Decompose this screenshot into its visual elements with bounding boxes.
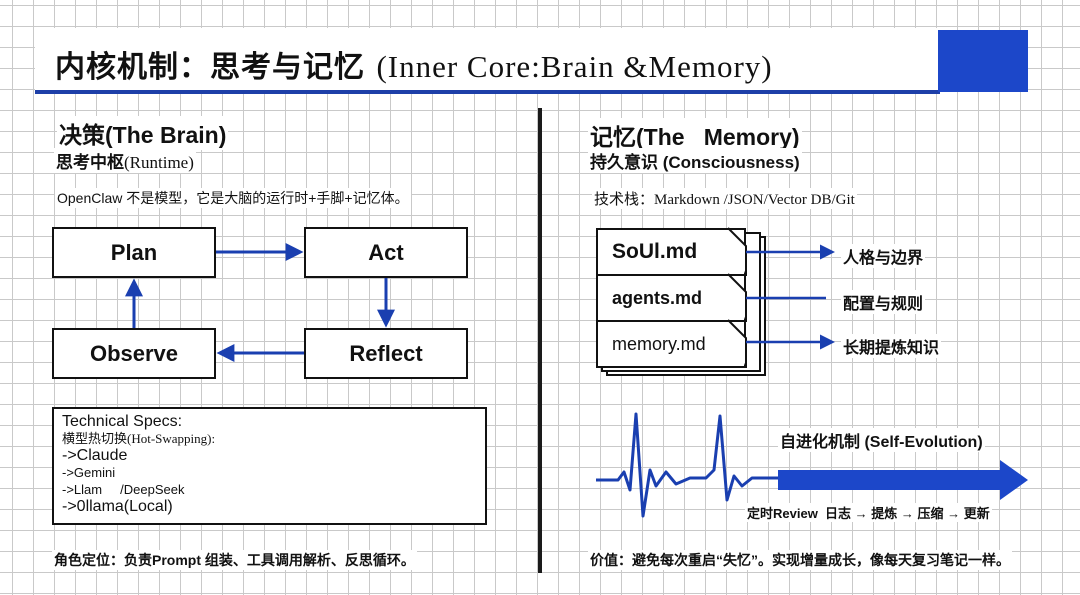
doc-fold-corner bbox=[727, 227, 747, 276]
title-cn: 内核机制：思考与记忆 bbox=[55, 50, 365, 85]
doc-name: SoUl.md bbox=[612, 240, 698, 263]
plan-label: Plan bbox=[110, 239, 158, 265]
brain-footer: 角色定位：负责Prompt 组装、工具调用解析、反思循环。 bbox=[52, 550, 417, 570]
column-divider bbox=[538, 108, 542, 573]
doc-name: memory.md bbox=[612, 333, 706, 354]
title-en: (Inner Core:Brain &Memory) bbox=[376, 49, 773, 84]
doc-label: 人格与边界 bbox=[841, 244, 926, 268]
brain-subheading: 思考中枢(Runtime) bbox=[54, 148, 196, 173]
accent-square bbox=[938, 30, 1028, 92]
specs-hotswap: 横型热切换(Hot-Swapping): bbox=[62, 431, 216, 446]
spec-item: ->0llama(Local) bbox=[62, 498, 173, 515]
memory-heading: 记忆(The Memory) bbox=[588, 118, 802, 152]
doc-fold-corner bbox=[727, 273, 747, 322]
spec-item: ->Llam /DeepSeek bbox=[62, 482, 185, 497]
act-box: Act bbox=[304, 227, 468, 278]
brain-sub-cn: 思考中枢 bbox=[56, 153, 124, 172]
spec-item: ->Gemini bbox=[62, 465, 116, 480]
doc-fold-corner bbox=[727, 319, 747, 368]
spec-item: ->Claude bbox=[62, 447, 128, 464]
plan-box: Plan bbox=[52, 227, 216, 278]
memory-stack: 技术栈：Markdown /JSON/Vector DB/Git bbox=[592, 188, 857, 209]
brain-sub-en: (Runtime) bbox=[124, 153, 194, 172]
heartbeat-line bbox=[596, 412, 778, 518]
brain-intro: OpenClaw 不是模型，它是大脑的运行时+手脚+记忆体。 bbox=[55, 188, 411, 208]
reflect-label: Reflect bbox=[349, 340, 423, 366]
doc-label: 配置与规则 bbox=[841, 290, 926, 314]
evolution-flow: 定时Review 日志 → 提炼 → 压缩 → 更新 bbox=[745, 503, 992, 522]
doc-label: 长期提炼知识 bbox=[841, 334, 942, 358]
doc-name: agents.md bbox=[612, 287, 703, 308]
memory-subheading: 持久意识 (Consciousness) bbox=[588, 148, 802, 173]
doc-memory: memory.md bbox=[596, 320, 746, 368]
technical-specs-box: Technical Specs: 横型热切换(Hot-Swapping): ->… bbox=[52, 407, 487, 525]
observe-box: Observe bbox=[52, 328, 216, 379]
memory-stack-text: 技术栈：Markdown /JSON/Vector DB/Git bbox=[594, 192, 855, 208]
brain-heading: 决策(The Brain) bbox=[57, 116, 229, 150]
brain-intro-text: OpenClaw 不是模型，它是大脑的运行时+手脚+记忆体。 bbox=[57, 190, 409, 206]
page-title: 内核机制：思考与记忆 (Inner Core:Brain &Memory) bbox=[55, 42, 773, 86]
observe-label: Observe bbox=[89, 340, 179, 366]
title-bar bbox=[35, 28, 940, 94]
evolution-title: 自进化机制 (Self-Evolution) bbox=[778, 428, 985, 452]
reflect-box: Reflect bbox=[304, 328, 468, 379]
specs-title: Technical Specs: bbox=[62, 413, 183, 430]
evolution-arrow-icon bbox=[778, 460, 1028, 500]
act-label: Act bbox=[368, 239, 404, 265]
memory-footer: 价值：避免每次重启“失忆”。实现增量成长，像每天复习笔记一样。 bbox=[588, 550, 1012, 570]
